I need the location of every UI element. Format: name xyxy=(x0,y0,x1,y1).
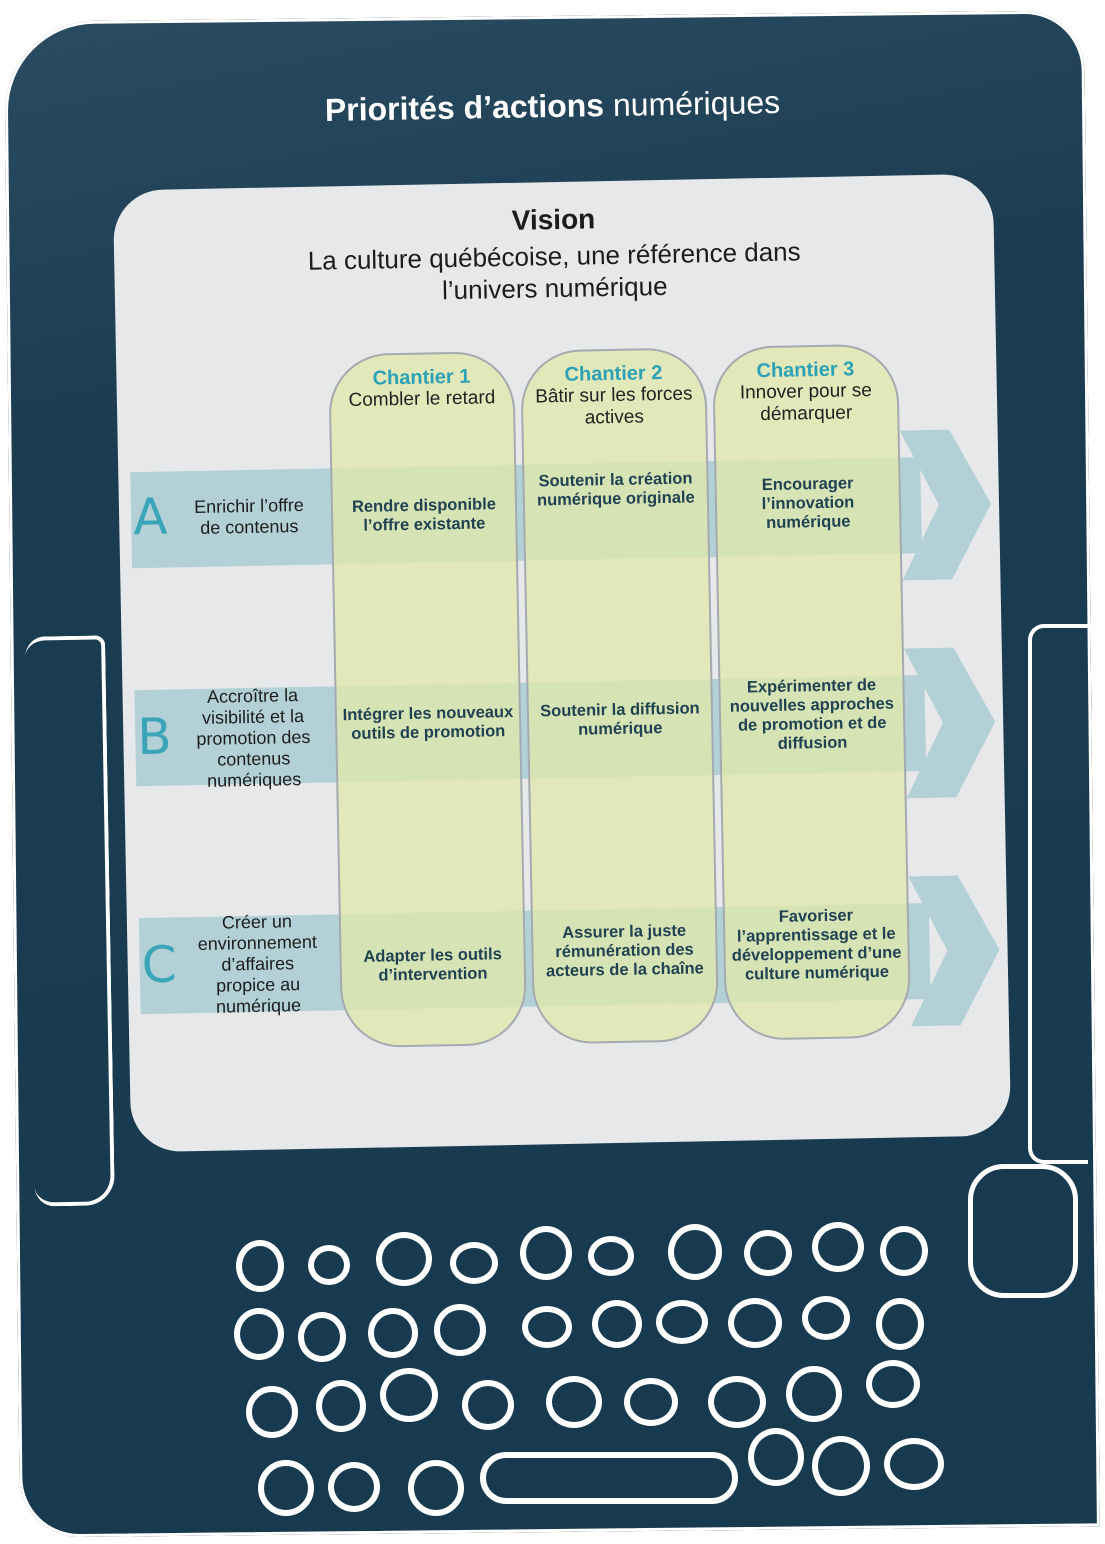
row-label-a: Enrichir l’offre de contenus xyxy=(193,494,304,538)
cell-b-2: Soutenir la diffusion numérique xyxy=(540,699,700,739)
cell-c-2: Assurer la juste rémunération des acteur… xyxy=(545,921,704,981)
cell-b-3: Expérimenter de nouvelles approches de p… xyxy=(729,675,895,753)
row-letter-a: A xyxy=(132,487,168,547)
vision-block: Vision La culture québécoise, une référe… xyxy=(113,196,995,313)
vision-text: La culture québécoise, une référence dan… xyxy=(307,236,801,306)
cell-a-3: Encourager l’innovation numérique xyxy=(761,474,855,533)
vision-title: Vision xyxy=(511,203,596,236)
row-letter-c: C xyxy=(141,935,178,995)
cell-a-2: Soutenir la création numérique originale xyxy=(536,469,695,510)
chantier-header-1: Chantier 1 Combler le retard xyxy=(330,365,513,412)
row-label-c: Créer un environnement d’affaires propic… xyxy=(197,911,318,1017)
chantier-column-1: Chantier 1 Combler le retard xyxy=(328,350,528,1049)
cell-c-3: Favoriser l’apprentissage et le développ… xyxy=(731,906,902,984)
cell-b-1: Intégrer les nouveaux outils de promotio… xyxy=(342,702,514,744)
chantier-name: Bâtir sur les forces actives xyxy=(535,383,693,429)
title-bold: Priorités d’actions xyxy=(324,87,605,128)
cell-c-1: Adapter les outils d’intervention xyxy=(363,945,502,985)
row-letter-b: B xyxy=(136,707,173,767)
device-screen: Vision La culture québécoise, une référe… xyxy=(112,173,1012,1153)
chantier-name: Combler le retard xyxy=(348,387,496,412)
chantier-name: Innover pour se démarquer xyxy=(739,380,873,426)
chantier-header-3: Chantier 3 Innover pour se démarquer xyxy=(714,358,897,427)
row-label-b: Accroître la visibilité et la promotion … xyxy=(196,685,311,791)
title-light: numériques xyxy=(612,84,781,123)
chantier-header-2: Chantier 2 Bâtir sur les forces actives xyxy=(522,361,705,430)
cell-a-1: Rendre disponible l’offre existante xyxy=(351,495,497,535)
